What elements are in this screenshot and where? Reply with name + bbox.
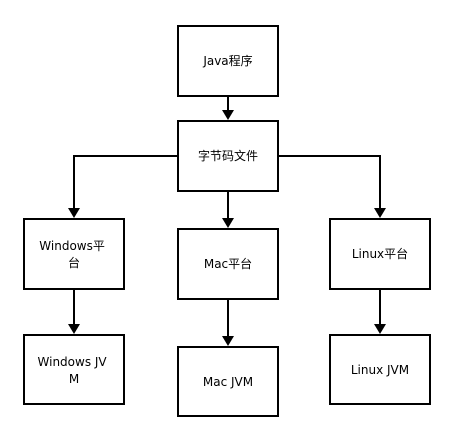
node-mac-platform: Mac平台 [177, 228, 279, 300]
node-linux-platform-label: Linux平台 [352, 246, 408, 261]
node-mac-jvm-label: Mac JVM [203, 375, 253, 389]
edges [68, 96, 386, 346]
arrowhead-windows-platform [68, 208, 80, 218]
node-linux-platform: Linux平台 [329, 218, 431, 290]
node-windows-platform-label: Windows平 台 [39, 239, 108, 270]
edge-bytecode-to-linux [278, 155, 381, 210]
node-bytecode: 字节码文件 [177, 120, 279, 192]
arrowhead-linux-jvm [374, 324, 386, 334]
node-windows-jvm-label: Windows JV M [38, 355, 111, 386]
node-java-program-label: Java程序 [202, 53, 252, 68]
edge-bytecode-to-windows [73, 155, 178, 210]
node-linux-jvm: Linux JVM [329, 334, 431, 405]
node-windows-jvm: Windows JV M [23, 334, 125, 405]
node-mac-platform-label: Mac平台 [204, 256, 252, 271]
arrowhead-windows-jvm [68, 324, 80, 334]
node-bytecode-label: 字节码文件 [198, 148, 258, 163]
arrowhead-linux-platform [374, 208, 386, 218]
node-linux-jvm-label: Linux JVM [351, 363, 409, 377]
node-windows-platform: Windows平 台 [23, 218, 125, 290]
arrowhead-mac-platform [222, 218, 234, 228]
node-java-program: Java程序 [177, 25, 279, 97]
arrowhead-bytecode [222, 110, 234, 120]
node-mac-jvm: Mac JVM [177, 346, 279, 417]
arrowhead-mac-jvm [222, 336, 234, 346]
